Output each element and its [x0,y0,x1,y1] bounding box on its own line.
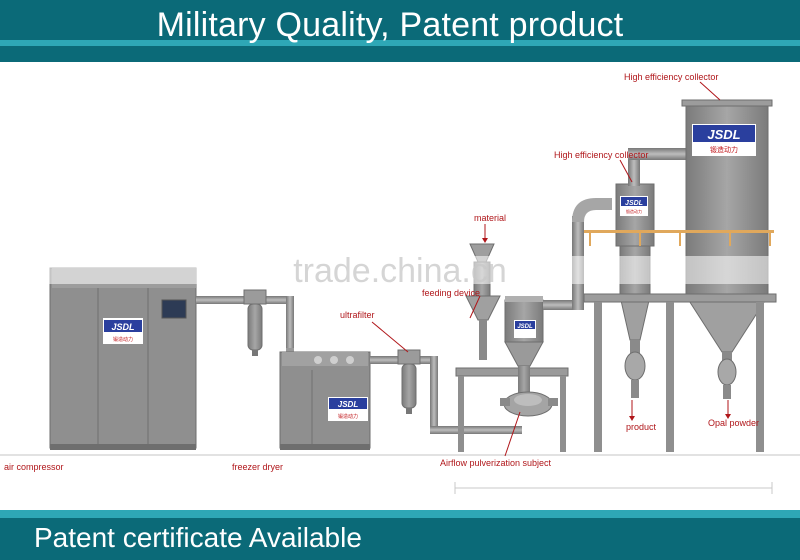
logo-jsdl: JSDL [111,322,134,332]
label-leaders [371,81,731,457]
process-diagram: JSDL 锻造动力 JSDL 锻造动力 [0,72,800,494]
label-feeding-device: feeding device [422,288,480,298]
logo-jsdl: JSDL [625,200,643,207]
label-collector-2: High efficiency collector [624,72,718,82]
label-opal-powder: Opal powder [708,418,759,428]
top-banner: Military Quality, Patent product [0,0,800,62]
bottom-banner-stripe [0,510,800,518]
logo-jsdl: JSDL [707,127,740,142]
footer-title: Patent certificate Available [34,522,362,553]
label-material: material [474,213,506,223]
logo-tagline: 锻造动力 [113,336,133,343]
support-platform [583,230,777,452]
logo-jsdl: JSDL [517,324,533,330]
bottom-banner: Patent certificate Available [0,510,800,560]
airflow-pulverizer: JSDL [455,243,569,452]
label-air-compressor: air compressor [4,462,64,472]
page-title: Military Quality, Patent product [156,6,624,44]
watermark: trade.china.cn [0,252,800,290]
logo-tagline: 锻造动力 [626,208,642,214]
ultrafilter [397,349,421,414]
logo-tagline: 锻造动力 [710,145,738,154]
logo-jsdl: JSDL [338,400,359,409]
watermark-text: trade.china.cn [293,252,507,290]
logo-tagline: 锻造动力 [338,413,358,420]
freezer-dryer: JSDL 锻造动力 [279,351,371,450]
top-banner-stripe [0,40,800,46]
air-compressor: JSDL 锻造动力 [49,267,197,450]
label-airflow-subject: Airflow pulverization subject [440,458,552,468]
label-ultrafilter: ultrafilter [340,310,375,320]
label-freezer-dryer: freezer dryer [232,462,283,472]
label-collector-1: High efficiency collector [554,150,648,160]
pipe-mill-to-collector [543,198,612,310]
floor [0,454,800,494]
pre-filter [243,289,267,356]
label-product: product [626,422,657,432]
pipe-compressor-to-dryer [196,296,294,358]
